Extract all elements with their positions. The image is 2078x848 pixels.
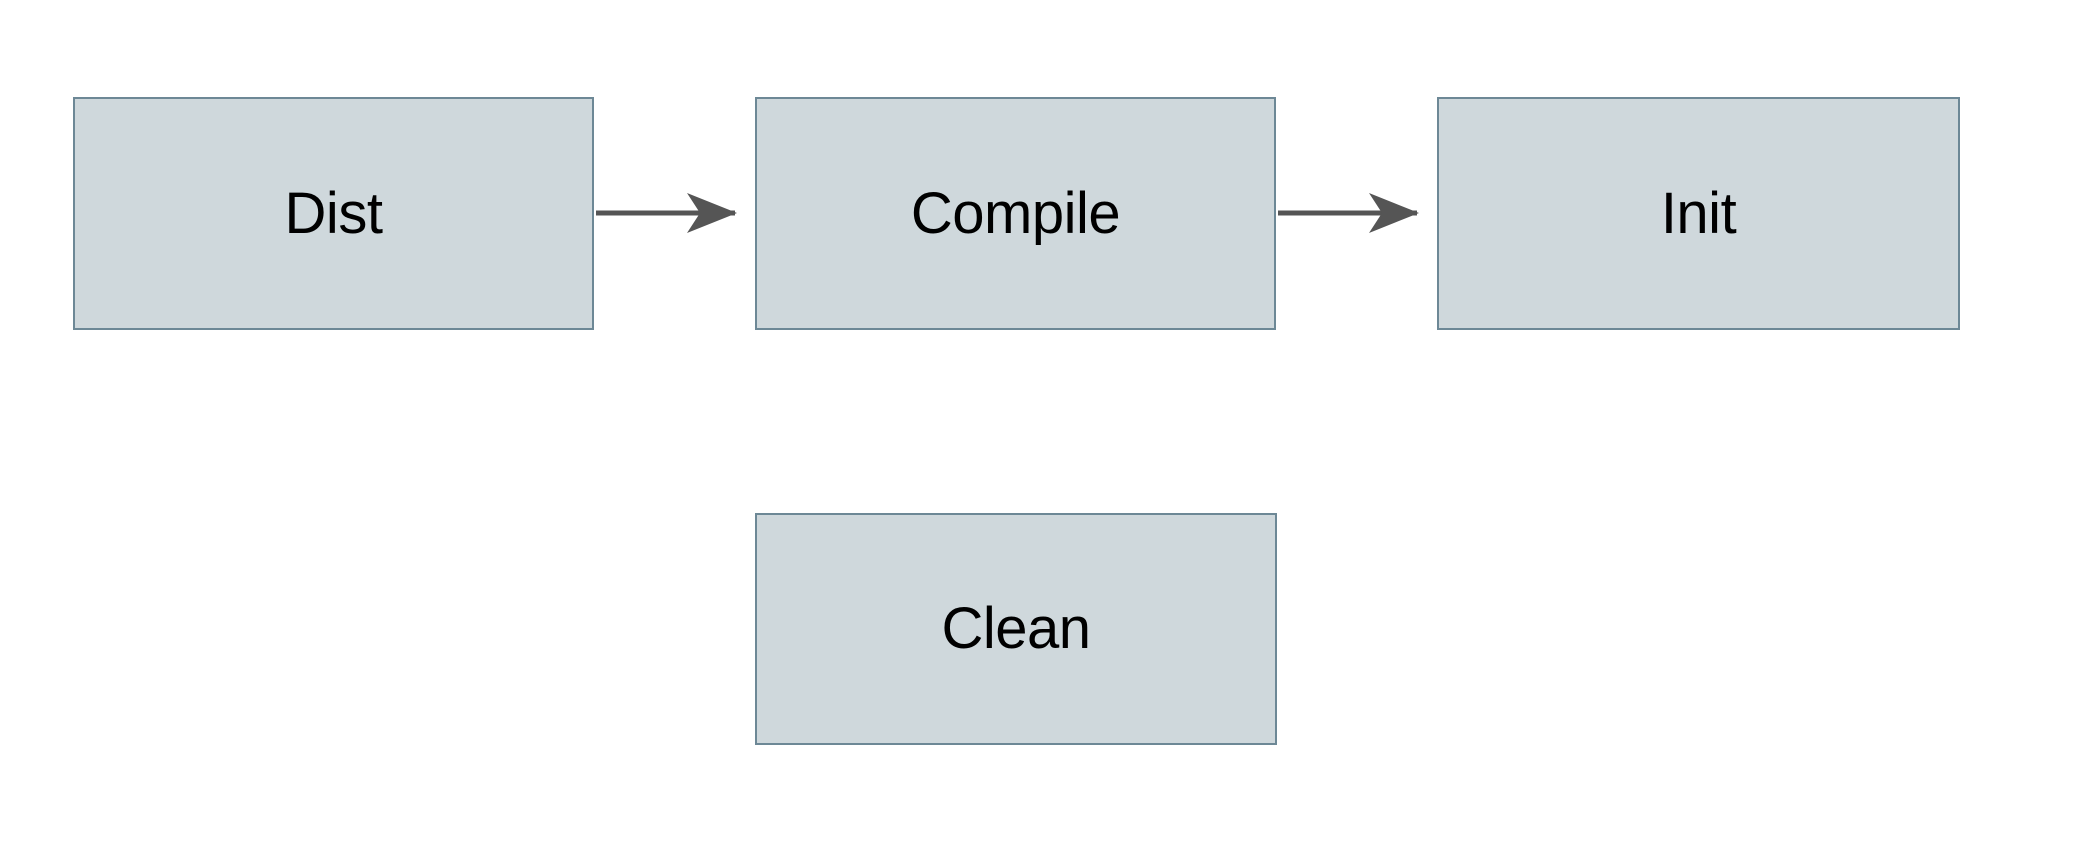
node-clean-label: Clean <box>941 596 1091 661</box>
node-clean[interactable]: Clean <box>755 513 1277 745</box>
node-dist[interactable]: Dist <box>73 97 594 330</box>
node-compile[interactable]: Compile <box>755 97 1276 330</box>
node-init-label: Init <box>1660 180 1737 246</box>
node-dist-label: Dist <box>284 180 383 246</box>
node-compile-label: Compile <box>910 180 1121 246</box>
node-init[interactable]: Init <box>1437 97 1960 330</box>
